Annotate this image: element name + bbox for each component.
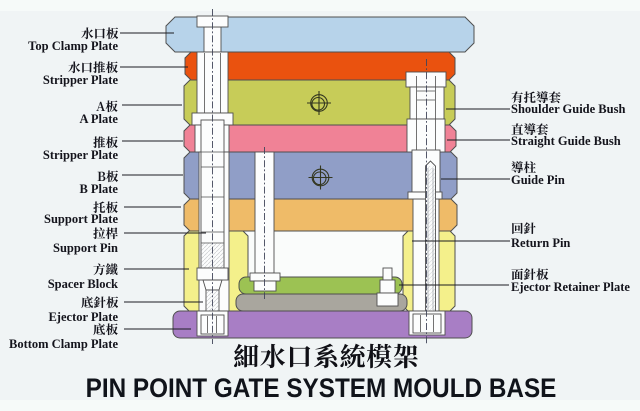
label-shoulder-guide-bush-zh bbox=[511, 91, 561, 104]
scan-edge-top bbox=[0, 0, 640, 11]
return-pin-bolt bbox=[376, 267, 399, 307]
label-bottom-clamp-plate-zh bbox=[93, 323, 118, 336]
label-straight-guide-bush-zh bbox=[511, 123, 549, 136]
datum-target-icon bbox=[307, 91, 331, 115]
label-ejector-plate-zh bbox=[80, 296, 119, 309]
machined-part-face bbox=[405, 71, 447, 88]
label-ejector-plate-en: Ejector Plate bbox=[48, 310, 118, 324]
title-chinese bbox=[233, 343, 419, 374]
stripper-plate-shape bbox=[183, 124, 457, 153]
section-hatching bbox=[201, 243, 224, 268]
label-support-pin-en: Support Pin bbox=[53, 241, 118, 255]
datum-target-icon bbox=[308, 165, 333, 190]
label-straight-guide-bush-en: Straight Guide Bush bbox=[511, 134, 621, 148]
label-stripper-plate-zh bbox=[93, 136, 118, 149]
support-plate-shape bbox=[183, 198, 458, 232]
label-spacer-block-zh bbox=[93, 263, 118, 276]
label-return-pin-zh bbox=[511, 222, 536, 235]
datum-circle bbox=[312, 171, 327, 186]
machined-part-face bbox=[379, 279, 396, 294]
leader-lines bbox=[120, 32, 510, 330]
machined-part-face bbox=[382, 267, 393, 281]
label-top-clamp-plate-en: Top Clamp Plate bbox=[28, 39, 118, 53]
title-english: PIN POINT GATE SYSTEM MOULD BASE bbox=[85, 373, 557, 403]
machined-part-face bbox=[407, 191, 443, 200]
label-support-plate-en: Support Plate bbox=[44, 212, 118, 226]
label-shoulder-guide-bush-en: Shoulder Guide Bush bbox=[511, 102, 626, 116]
label-bottom-clamp-plate-en: Bottom Clamp Plate bbox=[8, 337, 118, 351]
label-runner-stripper-plate-en: Stripper Plate bbox=[42, 73, 118, 87]
scan-edge-bottom bbox=[0, 400, 640, 411]
label-a-plate-en: A Plate bbox=[79, 112, 118, 126]
label-spacer-block-en: Spacer Block bbox=[47, 277, 118, 291]
label-runner-stripper-plate-zh bbox=[68, 61, 118, 74]
top-clamp-plate-shape bbox=[165, 16, 475, 53]
machined-part-face bbox=[406, 118, 446, 153]
machined-part-face bbox=[409, 86, 445, 120]
label-support-pin-zh bbox=[93, 227, 118, 240]
label-support-plate-zh bbox=[93, 201, 118, 214]
machined-part-face bbox=[412, 313, 442, 334]
stop-pin-assembly bbox=[249, 151, 281, 292]
label-stripper-plate-en: Stripper Plate bbox=[42, 148, 118, 162]
label-ejector-retainer-plate-en: Ejector Retainer Plate bbox=[511, 280, 630, 294]
label-guide-pin-zh bbox=[511, 161, 536, 174]
machined-part-face bbox=[253, 280, 277, 292]
section-hatching bbox=[425, 166, 436, 313]
runner-stripper-plate-shape bbox=[184, 51, 456, 81]
label-top-clamp-plate-zh bbox=[80, 27, 119, 40]
machined-part-face bbox=[376, 292, 399, 307]
guide-pin-assembly bbox=[405, 71, 447, 336]
datum-circle bbox=[311, 96, 326, 111]
label-b-plate-zh bbox=[97, 170, 118, 183]
machined-part-face bbox=[249, 272, 281, 282]
label-a-plate-zh bbox=[96, 100, 118, 113]
label-ejector-retainer-plate-zh bbox=[511, 268, 549, 281]
label-guide-pin-en: Guide Pin bbox=[511, 173, 565, 187]
label-return-pin-en: Return Pin bbox=[511, 236, 571, 250]
label-b-plate-en: B Plate bbox=[79, 182, 118, 196]
